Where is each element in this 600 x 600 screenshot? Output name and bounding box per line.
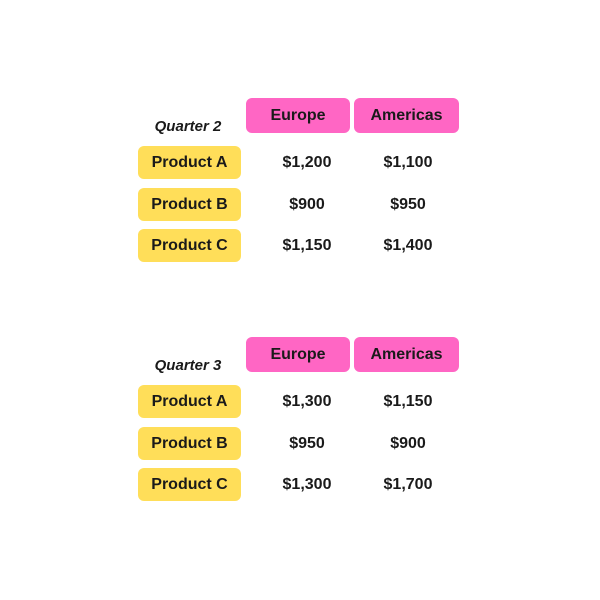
americas-value: $900	[390, 434, 426, 452]
europe-value: $1,200	[282, 153, 332, 171]
americas-value: $1,700	[383, 475, 433, 493]
table-row: Product A $1,200 $1,100	[0, 146, 600, 179]
quarter-2-table: Europe Americas Quarter 2 Product A $1,2…	[0, 98, 600, 298]
americas-value: $950	[390, 195, 426, 213]
product-label: Product C	[138, 229, 241, 262]
product-label: Product B	[138, 427, 241, 460]
table-row: Product A $1,300 $1,150	[0, 385, 600, 418]
table-row: Product B $950 $900	[0, 427, 600, 460]
quarter-label: Quarter 3	[154, 357, 222, 374]
table-row: Product B $900 $950	[0, 188, 600, 221]
americas-header: Americas	[354, 337, 459, 372]
table-row: Product C $1,150 $1,400	[0, 229, 600, 262]
europe-header: Europe	[246, 98, 350, 133]
quarter-label: Quarter 2	[154, 118, 222, 135]
europe-value: $950	[289, 434, 325, 452]
europe-header: Europe	[246, 337, 350, 372]
product-label: Product C	[138, 468, 241, 501]
americas-value: $1,400	[383, 236, 433, 254]
product-label: Product A	[138, 385, 241, 418]
americas-value: $1,100	[383, 153, 433, 171]
americas-value: $1,150	[383, 392, 433, 410]
product-label: Product B	[138, 188, 241, 221]
product-label: Product A	[138, 146, 241, 179]
europe-value: $1,150	[282, 236, 332, 254]
europe-value: $1,300	[282, 475, 332, 493]
table-row: Product C $1,300 $1,700	[0, 468, 600, 501]
europe-value: $1,300	[282, 392, 332, 410]
quarter-3-table: Europe Americas Quarter 3 Product A $1,3…	[0, 337, 600, 537]
americas-header: Americas	[354, 98, 459, 133]
europe-value: $900	[289, 195, 325, 213]
